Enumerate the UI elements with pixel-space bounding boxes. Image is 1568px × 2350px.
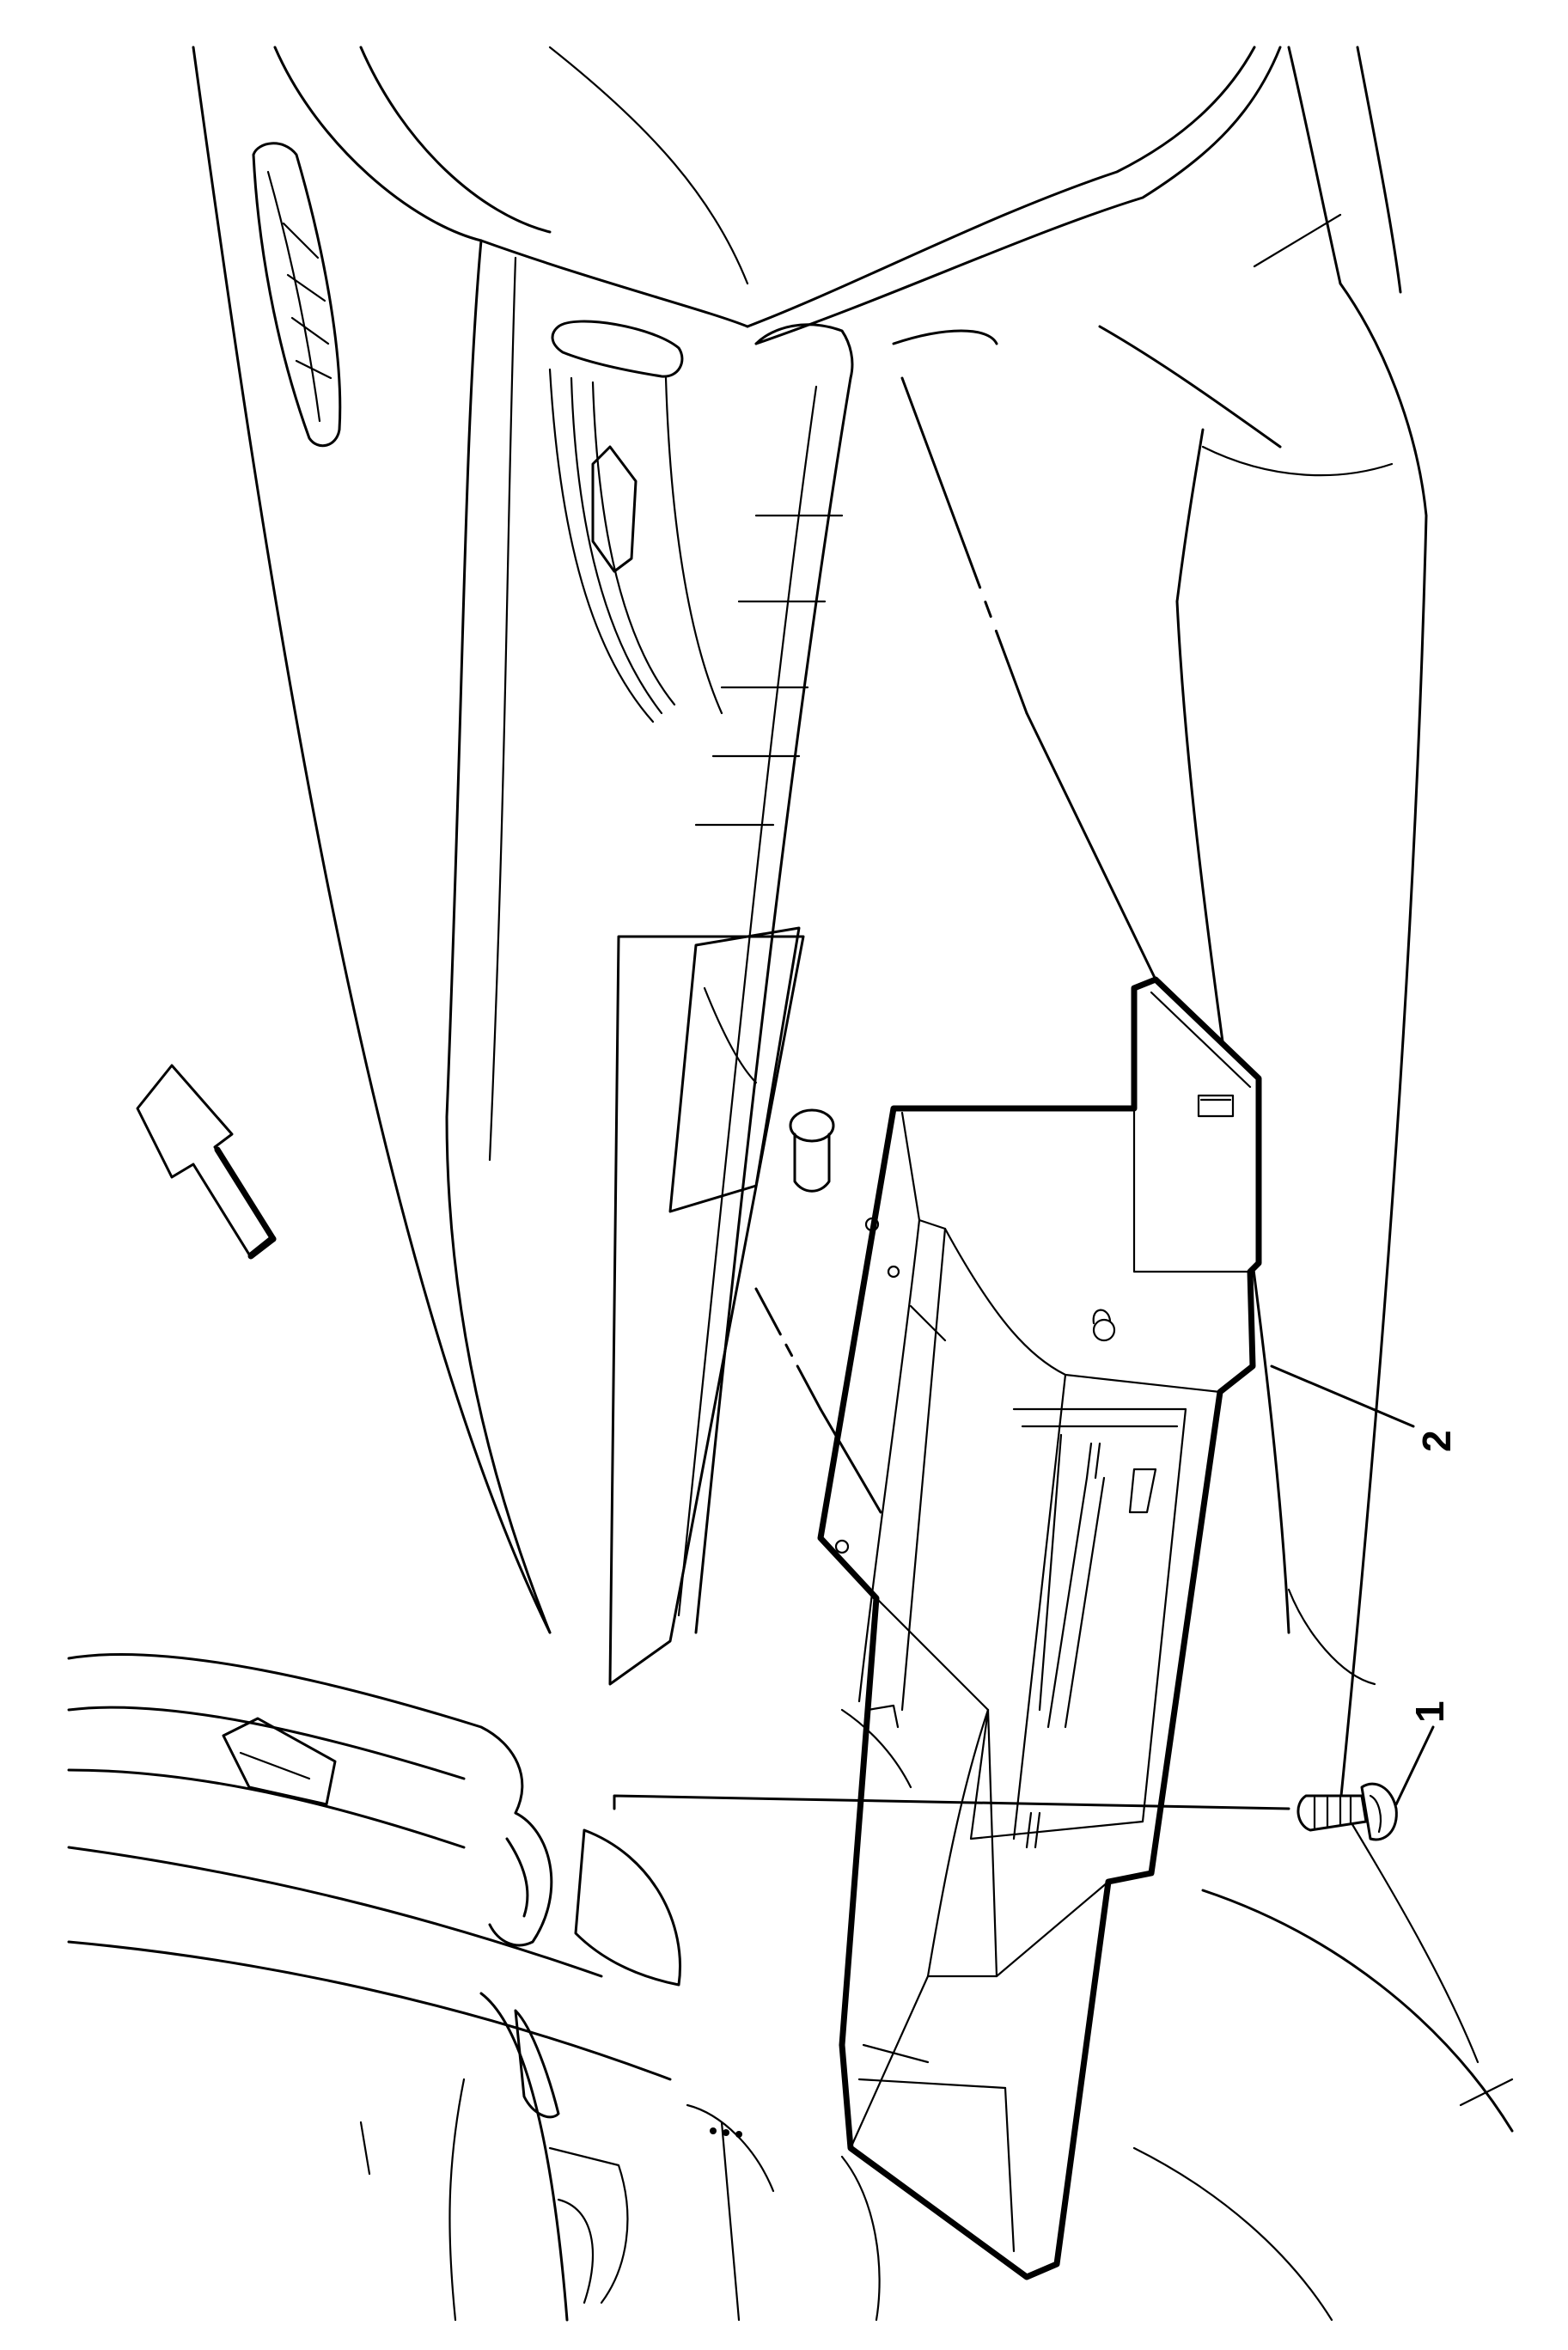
callout-1: 1 bbox=[1407, 1700, 1452, 1723]
callout-1-label: 1 bbox=[1407, 1700, 1452, 1723]
air-vent-upper-left bbox=[252, 142, 342, 448]
module-housing bbox=[817, 976, 1262, 2280]
glove-box-opening bbox=[608, 514, 844, 1686]
air-vent-center bbox=[548, 320, 723, 723]
screw-fastener bbox=[1296, 1782, 1398, 1841]
leader-lines bbox=[613, 376, 1435, 1810]
instrument-panel-lower bbox=[67, 1653, 881, 2322]
floor-console bbox=[1132, 1588, 1514, 2322]
mounting-stud bbox=[789, 1108, 835, 1193]
instrument-panel-upper bbox=[192, 46, 1402, 1634]
callout-2-label: 2 bbox=[1414, 1430, 1459, 1452]
forward-arrow-icon bbox=[136, 1064, 277, 1260]
callout-2: 2 bbox=[1414, 1430, 1459, 1452]
